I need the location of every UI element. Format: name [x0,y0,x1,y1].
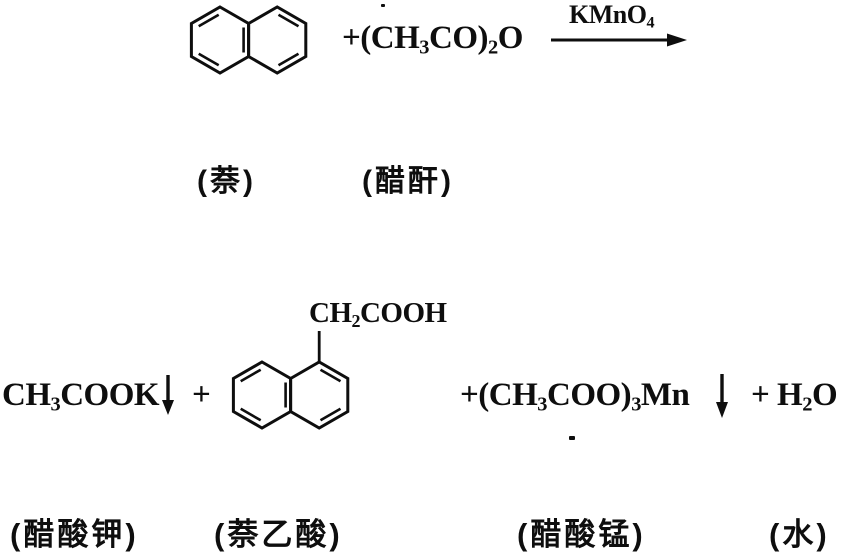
ink-speck [569,436,575,440]
catalyst-formula: KMnO4 [569,0,655,32]
precipitate-arrow-icon [162,375,174,415]
reaction-arrow-icon [551,33,687,47]
label-acetic-anhydride: (醋酐) [362,165,454,198]
plus-sign: + [192,377,211,413]
label-manganese-acetate: (醋酸锰) [517,517,646,552]
ink-speck [381,4,385,7]
label-water: (水) [769,517,830,552]
manganese-acetate-formula: +(CH3COO)3Mn [460,377,690,416]
precipitate-arrow-icon [716,374,728,418]
naphthalene-structure [189,5,308,75]
label-naphthalene: (萘) [197,165,256,198]
naa-side-chain-formula: CH2COOH [309,297,447,332]
label-potassium-acetate: (醋酸钾) [10,517,139,552]
potassium-acetate-formula: CH3COOK [2,377,160,416]
water-formula: + H2O [751,377,838,416]
acetic-anhydride-formula: +(CH3CO)2O [342,20,523,59]
label-naphthaleneacetic-acid: (萘乙酸) [214,517,343,552]
naphthaleneacetic-acid-structure [231,331,350,430]
